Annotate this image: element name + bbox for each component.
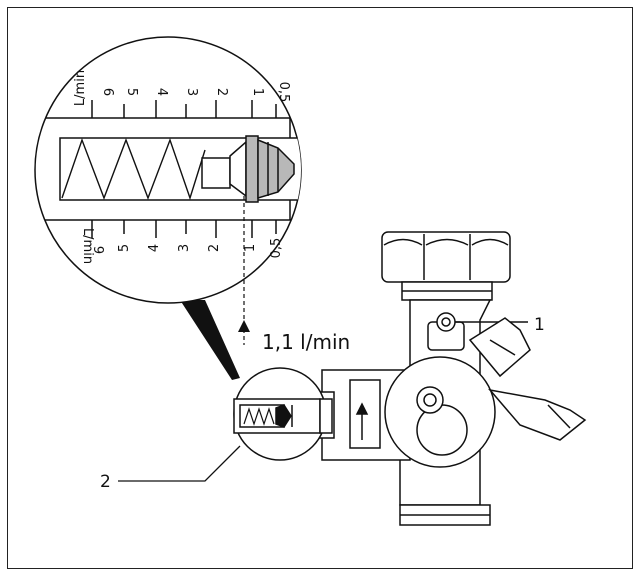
scale-unit-upper: L/min [73,70,88,106]
callout-2-leader [118,445,241,482]
scale-tick-lower: 1 [243,244,258,252]
scale-unit-lower: L/min [80,228,95,264]
magnifier-circle [34,36,302,345]
scale-tick-upper: 6 [100,88,115,96]
callout-2-label: 2 [100,472,111,492]
figure-frame [7,7,633,569]
flow-reading-label: 1,1 l/min [262,330,350,354]
scale-tick-upper: 5 [124,88,139,96]
scale-tick-lower: 2 [207,244,222,252]
scale-tick-upper: 2 [214,88,229,96]
scale-tick-upper: 4 [154,88,169,96]
scale-tick-upper: 3 [184,88,199,96]
scale-tick-upper: 1 [250,88,265,96]
scale-tick-lower: 3 [177,244,192,252]
scale-tick-lower: 0,5 [269,238,284,259]
scale-tick-upper: 0,5 [276,82,291,103]
scale-tick-lower: 6 [93,246,108,254]
scale-tick-lower: 5 [117,244,132,252]
valve-assembly [317,231,587,526]
scale-upper: L/min 6 5 4 3 2 1 0,5 [73,70,291,106]
scale-lower: L/min 6 5 4 3 2 1 0,5 [80,228,284,264]
flowmeter-detail [233,367,333,461]
callout-1-label: 1 [534,315,545,335]
magnifier-pointer [180,300,240,380]
scale-tick-lower: 4 [147,244,162,252]
